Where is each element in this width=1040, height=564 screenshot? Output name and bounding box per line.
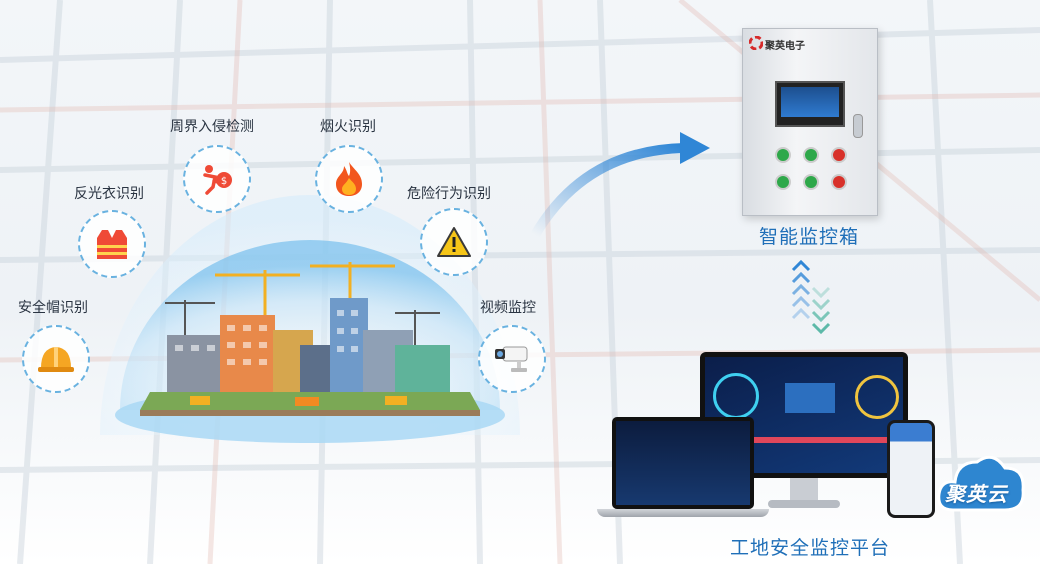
indicator-light xyxy=(803,174,819,190)
laptop-screen xyxy=(612,417,754,509)
data-sync-chevrons-icon xyxy=(791,259,831,335)
mobile-phone xyxy=(887,420,935,518)
intrusion-icon-circle: $ xyxy=(183,145,251,213)
laptop-base xyxy=(597,509,769,517)
feature-label-fire: 烟火识别 xyxy=(320,118,376,134)
reflective-vest-icon xyxy=(97,230,127,259)
reflective-vest-icon-circle xyxy=(78,210,146,278)
warning-triangle-icon xyxy=(437,227,471,257)
cloud-brand-label: 聚英云 xyxy=(945,484,1008,506)
security-camera-icon xyxy=(495,346,528,372)
warning-icon-circle xyxy=(420,208,488,276)
monitor-stand xyxy=(790,478,818,500)
cabinet-handle xyxy=(853,114,863,138)
indicator-light xyxy=(831,174,847,190)
indicator-light xyxy=(831,147,847,163)
fire-icon-circle xyxy=(315,145,383,213)
touch-screen xyxy=(775,81,845,127)
camera-icon-circle xyxy=(478,325,546,393)
platform-title: 工地安全监控平台 xyxy=(730,538,891,559)
feature-label-danger: 危险行为识别 xyxy=(407,185,491,201)
feature-label-vest: 反光衣识别 xyxy=(74,185,144,201)
feature-label-video: 视频监控 xyxy=(480,299,536,315)
indicator-light xyxy=(803,147,819,163)
monitor-base xyxy=(768,500,840,508)
protection-dome xyxy=(100,195,520,443)
intrusion-runner-icon: $ xyxy=(203,165,232,195)
svg-text:$: $ xyxy=(221,176,227,187)
desktop-monitor xyxy=(700,352,908,478)
monitor-box-cabinet: 聚英电子 xyxy=(742,28,878,216)
flow-arrow-icon xyxy=(530,132,710,240)
cloud-icon xyxy=(937,455,1025,512)
brand-logo-icon xyxy=(749,36,763,50)
indicator-light xyxy=(775,174,791,190)
fire-icon xyxy=(336,162,362,196)
feature-label-intrusion: 周界入侵检测 xyxy=(170,118,254,134)
brand-name: 聚英电子 xyxy=(765,41,805,52)
feature-label-hardhat: 安全帽识别 xyxy=(18,299,88,315)
indicator-light xyxy=(775,147,791,163)
hard-hat-icon-circle xyxy=(22,325,90,393)
hard-hat-icon xyxy=(38,347,74,372)
monitor-box-title: 智能监控箱 xyxy=(759,227,860,248)
